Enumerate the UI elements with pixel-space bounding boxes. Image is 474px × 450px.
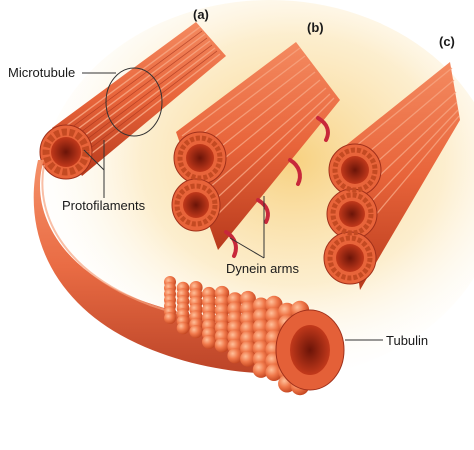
dynein-arms-label: Dynein arms: [226, 262, 299, 276]
microtubule-label: Microtubule: [8, 66, 75, 80]
protofilaments-label: Protofilaments: [62, 199, 145, 213]
tubulin-tube-opening: [276, 310, 344, 390]
tubulin-label: Tubulin: [386, 334, 428, 348]
panel-label-a: (a): [193, 8, 209, 22]
tubulin-bead-icon: [202, 335, 216, 349]
tubulin-bead-icon: [177, 322, 190, 335]
panel-label-c: (c): [439, 35, 455, 49]
tubulin-bead-icon: [164, 312, 176, 324]
panel-label-b: (b): [307, 21, 324, 35]
tubulin-bead-icon: [189, 325, 202, 338]
tubulin-bead-icon: [215, 338, 230, 353]
